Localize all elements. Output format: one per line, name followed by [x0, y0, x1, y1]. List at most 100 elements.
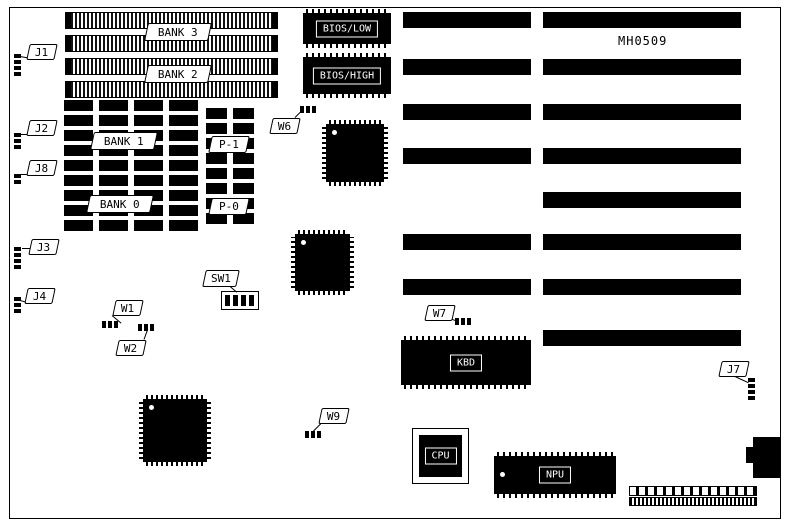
isa-slot-segment [403, 148, 531, 164]
isa-slot-segment [403, 12, 531, 28]
bios-high-chip: BIOS/HIGH [303, 53, 391, 98]
keyboard-din-tab [746, 447, 754, 463]
label-p0-text: P-0 [219, 200, 239, 213]
label-p1: P-1 [208, 136, 250, 153]
label-j1: J1 [26, 44, 58, 60]
jumper-j7 [748, 378, 755, 400]
label-bank3-text: BANK 3 [158, 25, 198, 39]
bios-low-label: BIOS/LOW [315, 20, 379, 37]
label-w9-text: W9 [327, 409, 341, 423]
label-bank0-text: BANK 0 [100, 197, 140, 211]
isa-slot-segment [543, 104, 741, 120]
chip-pins [329, 120, 381, 124]
label-j1-text: J1 [35, 45, 49, 59]
jumper-j2 [14, 133, 21, 149]
isa-slot-segment [403, 234, 531, 250]
label-bank1: BANK 1 [90, 132, 158, 150]
chip-pins [298, 230, 347, 234]
qfp-chip [322, 120, 388, 186]
label-j4: J4 [24, 288, 56, 304]
cpu-die: CPU [419, 435, 462, 477]
npu-label: NPU [538, 466, 572, 484]
jumper-w7 [455, 318, 471, 325]
jumper-j8 [14, 172, 21, 184]
label-w9: W9 [318, 408, 350, 424]
isa-slot-segment [543, 12, 741, 28]
pin1-dot [149, 405, 154, 410]
chip-pins [207, 402, 211, 459]
npu-chip: NPU [494, 452, 616, 498]
label-bank0: BANK 0 [86, 195, 154, 213]
label-sw1: SW1 [202, 270, 240, 287]
label-w2-text: W2 [124, 341, 138, 355]
label-j2: J2 [26, 120, 58, 136]
connector-teeth [629, 486, 757, 496]
label-bank2-text: BANK 2 [158, 67, 198, 81]
label-bank3: BANK 3 [144, 23, 212, 41]
label-w6-text: W6 [278, 119, 292, 133]
chip-pins [146, 395, 204, 399]
connector-base [629, 497, 757, 506]
pin1-dot [301, 240, 306, 245]
label-w2: W2 [115, 340, 147, 356]
label-w6: W6 [269, 118, 301, 134]
isa-slot-segment [403, 59, 531, 75]
qfp-chip [139, 395, 211, 466]
chip-pins [139, 402, 143, 459]
keyboard-din-connector [753, 437, 780, 478]
chip-pins [322, 127, 326, 179]
power-connector [629, 486, 757, 506]
cpu-socket: CPU [412, 428, 469, 484]
isa-slot-segment [543, 192, 741, 208]
cpu-label: CPU [424, 447, 457, 465]
label-w1-text: W1 [121, 301, 135, 315]
jumper-w2 [138, 324, 156, 331]
chip-pins [291, 237, 295, 288]
kbd-label: KBD [449, 354, 483, 371]
isa-slot-segment [403, 104, 531, 120]
chip-pins [329, 182, 381, 186]
chip-pins [384, 127, 388, 179]
jumper-j3 [14, 247, 21, 269]
pin1-dot [332, 130, 337, 135]
label-j2-text: J2 [35, 121, 49, 135]
qfp-chip [291, 230, 354, 295]
isa-slot-segment [543, 59, 741, 75]
label-w7-text: W7 [433, 306, 447, 320]
label-w1: W1 [112, 300, 144, 316]
isa-slot-segment [543, 148, 741, 164]
isa-slot-segment [543, 234, 741, 250]
jumper-w1 [102, 321, 120, 328]
label-j4-text: J4 [33, 289, 47, 303]
chip-pins [350, 237, 354, 288]
jumper-w9 [305, 431, 323, 438]
label-j8-text: J8 [35, 161, 49, 175]
isa-slot-segment [543, 330, 741, 346]
chip-pins [146, 462, 204, 466]
ram-socket-row-4 [65, 81, 278, 98]
label-j7-text: J7 [727, 362, 741, 376]
label-j3-text: J3 [37, 240, 51, 254]
bios-low-chip: BIOS/LOW [303, 9, 391, 48]
label-j8: J8 [26, 160, 58, 176]
part-number: MH0509 [618, 34, 668, 48]
label-p1-text: P-1 [219, 138, 239, 151]
pin1-dot [500, 472, 505, 477]
label-bank1-text: BANK 1 [104, 134, 144, 148]
label-p0: P-0 [208, 198, 250, 215]
label-sw1-text: SW1 [211, 272, 231, 285]
isa-slot-segment [543, 279, 741, 295]
leader-line [21, 134, 28, 135]
jumper-j4 [14, 297, 21, 313]
leader-line [22, 248, 30, 249]
leader-line [21, 174, 28, 175]
bios-high-label: BIOS/HIGH [312, 67, 382, 84]
chip-pins [298, 291, 347, 295]
dip-switch-sw1 [221, 291, 259, 310]
label-w7: W7 [424, 305, 456, 321]
jumper-w6 [300, 106, 316, 113]
isa-slot-segment [403, 279, 531, 295]
jumper-j1 [14, 54, 21, 76]
label-bank2: BANK 2 [144, 65, 212, 83]
